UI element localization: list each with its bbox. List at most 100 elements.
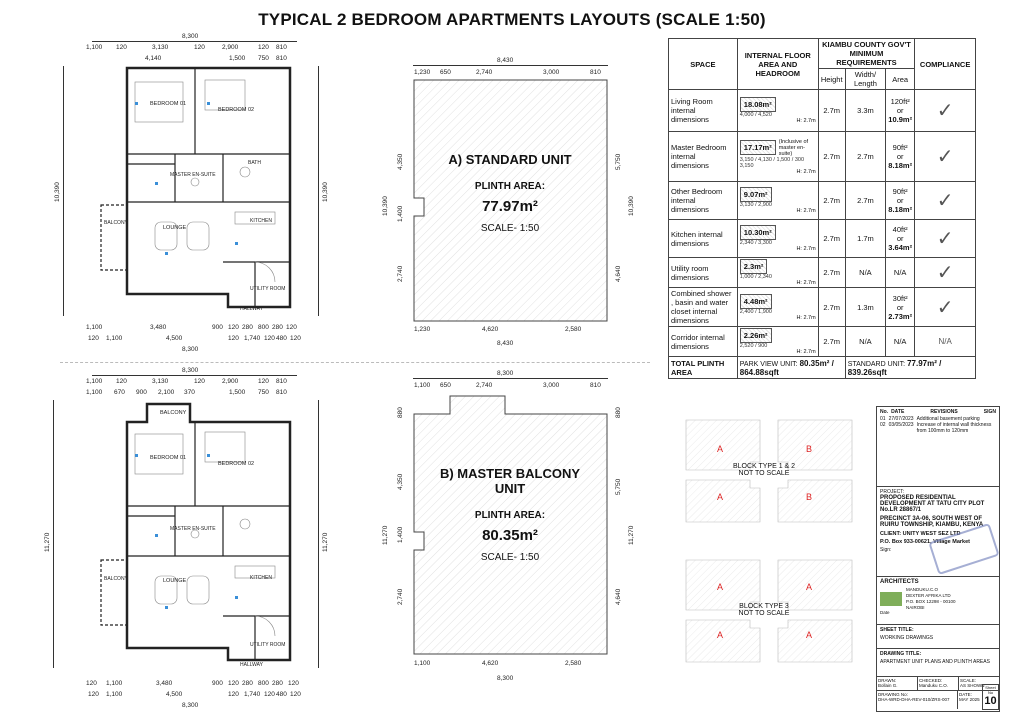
dim-text: 3,000 [543,382,560,389]
drawing-no-label: DRAWING No: [878,692,908,697]
room-label: HALLWAY [240,306,263,312]
dim-text: 3,000 [543,69,560,76]
block-type-12-sub: NOT TO SCALE [738,470,790,477]
room-dims: 1,000 / 2,340 [739,274,772,280]
room-area: 2.26m² [739,328,772,343]
height-cell: 2.7m [817,326,846,357]
dim-text: 5,750 [615,153,622,170]
dim-text: 4,500 [166,335,183,342]
dim-text: 1,100 [86,378,103,385]
room-label: BALCONY [160,410,187,416]
dim-text: 3,130 [152,44,169,51]
room-headroom: H: 2.7m [796,208,816,214]
min-width: 1.3m [857,302,874,312]
room-label: UTILITY ROOM [250,286,286,292]
dim-text: 1,740 [244,691,261,698]
drawing-title-label: DRAWING TITLE: [880,651,922,657]
space-cell: Living Room internal dimensions [668,89,738,132]
total-label: TOTAL PLINTH AREA [668,356,738,379]
compliance-cell: ✓ [914,181,976,220]
dim-text: 1,400 [397,205,404,222]
dim-text: 2,580 [565,326,582,333]
room-dims: 3,130 / 2,900 [739,202,772,208]
dim-top-total: 8,430 [497,57,514,64]
dim-text: 800 [258,680,269,687]
checked-label: CHECKED: [919,678,943,683]
space-cell: Kitchen internal dimensions [668,219,738,258]
block-letter: A [717,630,724,640]
dim-text: 120 [86,680,97,687]
dim-right-total: 10,390 [322,182,329,202]
min-area-1: 90ft² [892,143,908,152]
room-label: MASTER EN-SUITE [170,526,216,532]
dim-text: 480 [276,691,287,698]
space-name: Other Bedroom internal dimensions [671,187,723,214]
space-cell: Other Bedroom internal dimensions [668,181,738,220]
dim-line [413,65,608,66]
room-dims: 4,000 / 4,520 [739,112,772,118]
min-area-2: or [896,152,904,161]
min-area-3: 2.73m² [888,311,913,321]
dim-text: 810 [590,69,601,76]
compliance-check-icon: ✓ [936,262,954,284]
dim-text: 810 [590,382,601,389]
area-schedule-table: SPACE INTERNAL FLOOR AREA AND HEADROOM K… [668,38,977,379]
std-value: 77.97m² / 839.26sqft [847,358,942,377]
dim-right-total: 11,270 [628,525,635,545]
rev-sign-header: SIGN [983,409,996,415]
architect-name: MANDUKU.C.O [906,587,939,592]
dim-bottom-total: 8,430 [497,340,514,347]
min-area-1: N/A [893,268,907,277]
height-cell: 2.7m [817,89,846,132]
area-cell: N/A [885,326,916,357]
min-width: 2.7m [857,152,874,161]
compliance-cell: N/A [914,326,976,357]
header-area: Area [885,68,916,90]
unit-b-name-line2: UNIT [494,481,526,496]
dim-text: 120 [258,44,269,51]
dim-text: 280 [242,324,253,331]
dim-text: 4,640 [615,588,622,605]
sheet-title: WORKING DRAWINGS [880,635,934,641]
dim-text: 120 [258,378,269,385]
dim-text: 120 [286,324,297,331]
separator-line [60,362,650,363]
dim-text: 280 [272,324,283,331]
dim-text: 1,100 [86,44,103,51]
room-label: LOUNGE [163,578,187,584]
header-width: Width/ Length [844,68,887,90]
unit-b-scale: SCALE- 1:50 [480,552,540,563]
min-area-3: 3.64m² [888,243,913,252]
min-area-3: 8.18m² [888,205,913,214]
width-cell: 1.3m [844,287,887,327]
client-address: P.O. Box 933-00621, Village Market [880,539,970,545]
dim-line [318,66,319,316]
dim-text: 3,480 [150,324,167,331]
compliance-check-icon: ✓ [936,228,954,250]
block-type-3-sub: NOT TO SCALE [738,610,790,617]
block-type-3-title: BLOCK TYPE 3 [739,603,789,610]
dim-text: 4,620 [482,660,499,667]
block-type-3-label: BLOCK TYPE 3 NOT TO SCALE [704,603,824,617]
room-label: BEDROOM 02 [218,107,255,113]
scale-value: AS SHOWN [960,683,985,688]
width-cell: N/A [844,257,887,288]
room-label: HALLWAY [240,662,263,668]
room-headroom: H: 2.7m [796,118,816,124]
room-label: UTILITY ROOM [250,642,286,648]
standard-cell: STANDARD UNIT: 77.97m² / 839.26sqft [844,356,977,379]
dim-line [92,375,297,376]
schedule-row: Combined shower , basin and water closet… [668,287,976,327]
compliance-cell: ✓ [914,89,976,132]
min-area-1: 40ft² [892,225,908,234]
room-area: 10.30m² [739,225,776,240]
dim-text: 1,740 [244,335,261,342]
compliance-check-icon: ✓ [936,100,954,122]
